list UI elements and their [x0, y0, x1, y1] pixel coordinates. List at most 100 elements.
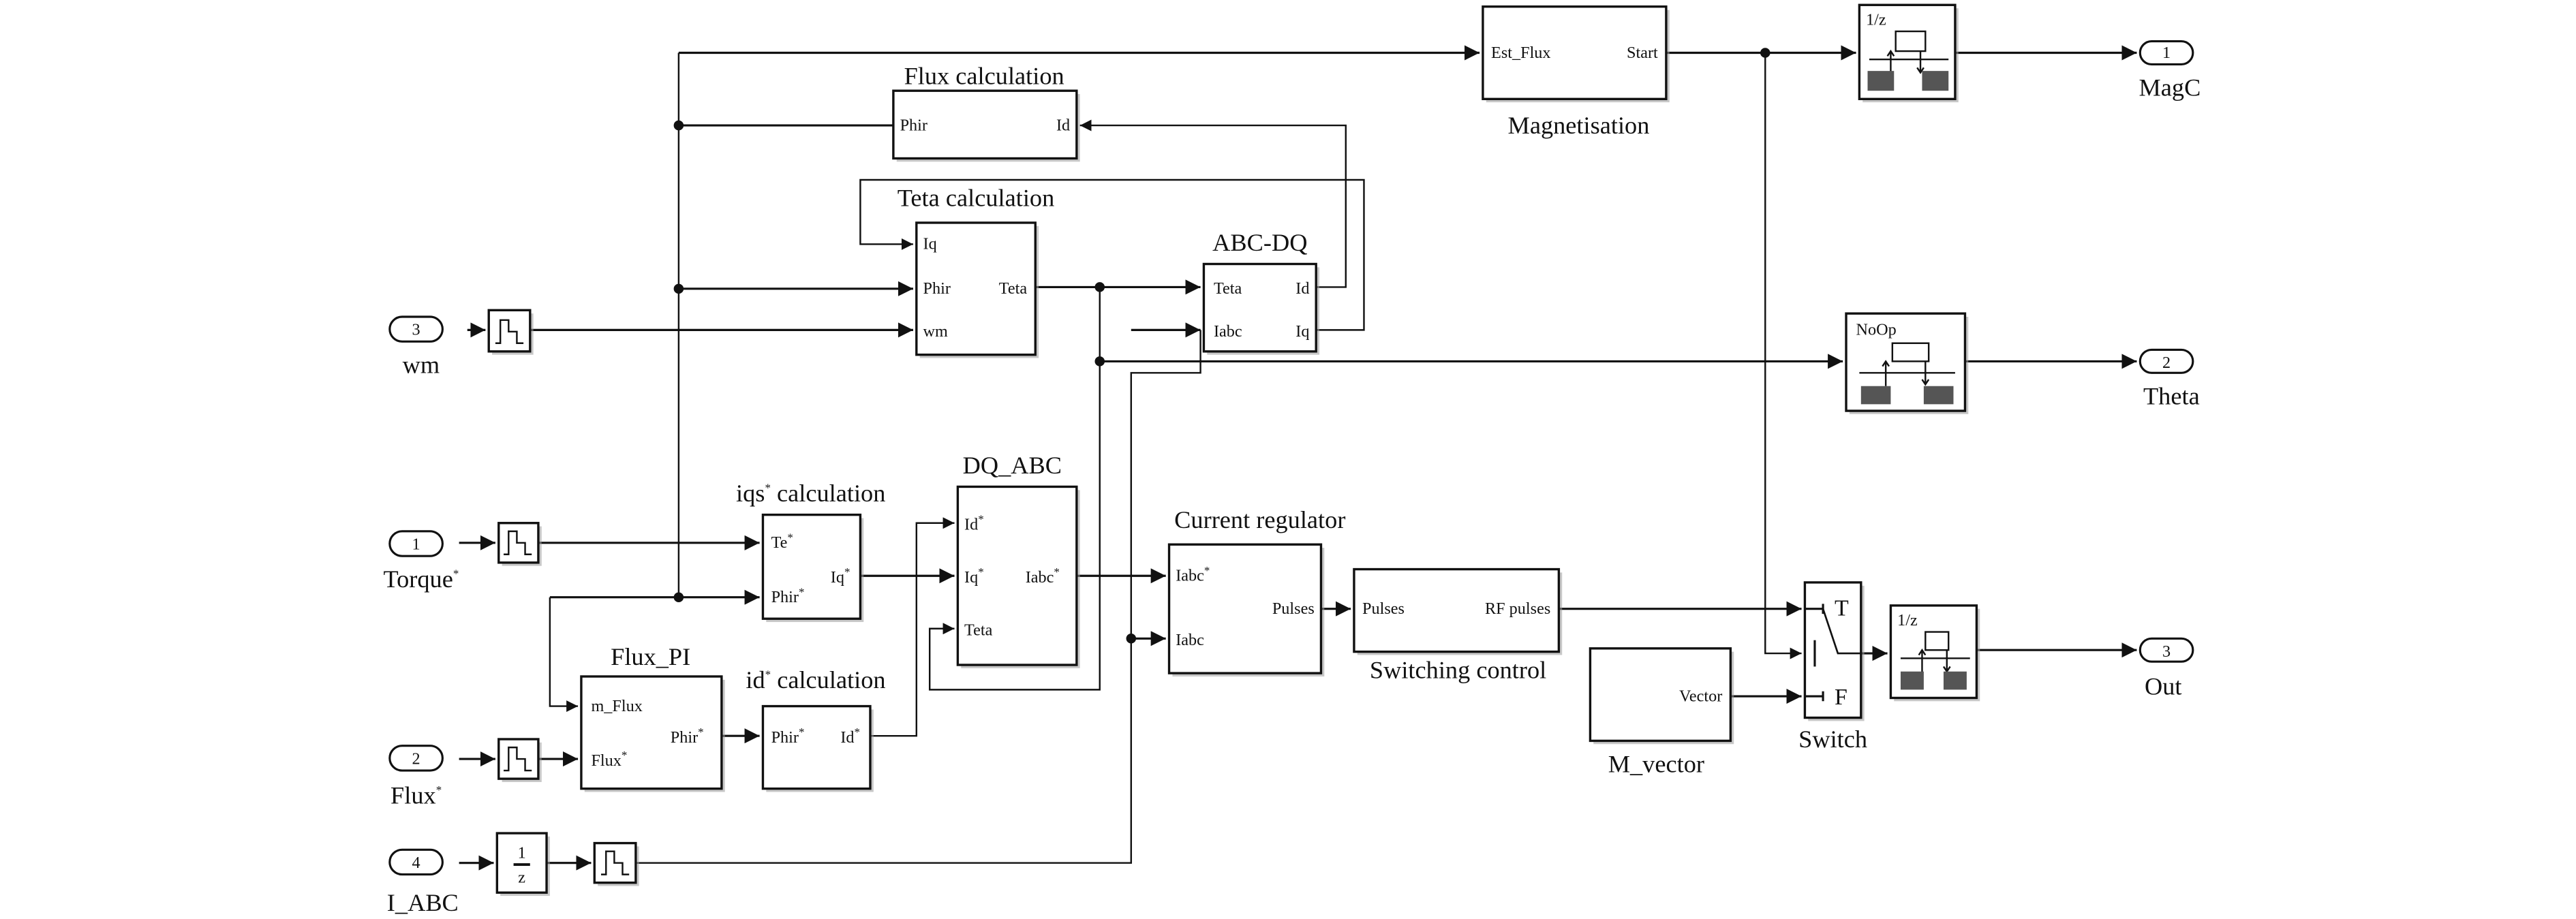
flux-calculation-block[interactable]: Flux calculation Phir Id	[892, 63, 1080, 162]
svg-text:Id*: Id*	[964, 513, 984, 534]
wire-iq-feedback	[859, 178, 1365, 331]
block-title-rest: calculation	[771, 480, 885, 507]
rate-transition-icon	[1859, 342, 1955, 405]
sup-star: *	[1204, 564, 1210, 577]
block-title: Flux calculation	[904, 63, 1064, 90]
abc-dq-block[interactable]: ABC-DQ Teta Iabc Id Iq	[1202, 229, 1320, 355]
wire-id-feedback	[1079, 119, 1347, 288]
sup-star: *	[453, 567, 459, 580]
zoh-block-torque[interactable]	[497, 522, 542, 566]
current-regulator-block[interactable]: Current regulator Iabc* Iabc Pulses	[1167, 506, 1346, 676]
svg-text:Phir*: Phir*	[771, 726, 805, 747]
block-label: NoOp	[1856, 321, 1897, 339]
dq-abc-block[interactable]: DQ_ABC Id* Iq* Teta Iabc*	[956, 452, 1080, 668]
port-label: Pulses	[1272, 599, 1315, 618]
port-label: RF pulses	[1485, 599, 1550, 618]
outport-out[interactable]: 3 Out	[2138, 637, 2194, 700]
delay-numerator: 1	[518, 843, 526, 862]
rate-transition-bottom-block[interactable]: 1/z	[1889, 604, 1980, 702]
port-label: Vector	[1679, 687, 1722, 705]
junction-dot	[1094, 356, 1105, 367]
iqs-calculation-block[interactable]: iqs* calculation Te* Phir* Iq*	[736, 480, 885, 623]
inport-flux[interactable]: 2 Flux*	[388, 745, 444, 809]
svg-text:Flux*: Flux*	[591, 749, 627, 770]
port-label: m_Flux	[591, 697, 642, 715]
magnetisation-block[interactable]: Est_Flux Start Magnetisation	[1482, 5, 1670, 139]
id-calculation-block[interactable]: id* calculation Phir* Id*	[746, 666, 886, 792]
port-label: Teta	[1214, 279, 1242, 298]
svg-text:Te*: Te*	[771, 531, 793, 552]
port-label: Iabc	[1026, 568, 1054, 587]
block-title: DQ_ABC	[963, 452, 1062, 479]
block-title: iqs	[736, 480, 765, 507]
outport-number: 2	[2162, 354, 2171, 372]
svg-text:id* calculation: id* calculation	[746, 666, 885, 694]
inport-number: 4	[412, 854, 420, 872]
outport-theta[interactable]: 2 Theta	[2138, 348, 2200, 409]
wire-to-mflux	[549, 597, 579, 713]
port-label: Iq	[923, 235, 937, 253]
sup-star: *	[765, 482, 770, 495]
sup-star: *	[787, 531, 793, 544]
port-label: Teta	[999, 279, 1028, 298]
svg-text:Phir*: Phir*	[771, 585, 805, 606]
wires	[459, 45, 2137, 871]
inport-wm[interactable]: 3 wm	[388, 315, 444, 378]
junction-dot	[1094, 282, 1105, 292]
sup-star: *	[436, 783, 442, 796]
sup-star: *	[844, 565, 850, 578]
zoh-block-flux[interactable]	[497, 738, 542, 782]
block-label: 1/z	[1897, 611, 1918, 629]
port-label: Id	[1056, 116, 1070, 134]
unit-delay-block[interactable]: 1 z	[495, 832, 550, 897]
zoh-icon	[495, 319, 524, 344]
block-title: ABC-DQ	[1212, 229, 1307, 256]
port-label: Te	[771, 533, 788, 552]
switch-true-label: T	[1835, 595, 1849, 621]
block-title: Magnetisation	[1508, 112, 1650, 139]
rate-transition-icon	[1900, 631, 1970, 690]
port-label: Pulses	[1362, 599, 1405, 618]
wire-id-star	[870, 517, 955, 737]
port-label: Iq	[831, 568, 844, 587]
port-label: Id	[1295, 279, 1309, 298]
m-vector-block[interactable]: Vector M_vector	[1589, 647, 1734, 778]
block-title: M_vector	[1608, 750, 1704, 777]
zoh-icon	[504, 746, 532, 772]
port-label: Phir	[771, 728, 799, 747]
junction-dot	[673, 120, 684, 131]
delay-denominator: z	[518, 869, 525, 887]
outport-number: 3	[2162, 642, 2171, 661]
inport-torque[interactable]: 1 Torque*	[383, 530, 459, 593]
zoh-block-iabc[interactable]	[593, 841, 639, 886]
wire-teta-dqabc	[928, 287, 1101, 691]
sup-star: *	[1054, 565, 1059, 578]
switch-icon	[1805, 604, 1861, 702]
teta-calculation-block[interactable]: Teta calculation Iq Phir wm Teta	[898, 185, 1055, 358]
zoh-block-wm[interactable]	[487, 309, 534, 355]
port-label: Phir	[900, 116, 927, 134]
outport-label: MagC	[2138, 74, 2201, 101]
block-title: Switch	[1798, 726, 1867, 753]
rate-transition-top-block[interactable]: 1/z	[1858, 3, 1959, 103]
flux-pi-block[interactable]: Flux_PI m_Flux Flux* Phir*	[580, 643, 725, 792]
switching-control-block[interactable]: Pulses RF pulses Switching control	[1353, 567, 1563, 684]
outport-label: Out	[2145, 673, 2182, 700]
block-label: 1/z	[1866, 10, 1886, 29]
inport-number: 2	[412, 749, 420, 768]
junction-dot	[1126, 634, 1137, 644]
port-label: Flux	[591, 751, 621, 770]
port-label: Phir	[771, 588, 799, 606]
block-title: id	[746, 666, 765, 694]
switch-block[interactable]: T F Switch	[1798, 581, 1867, 753]
outport-magc[interactable]: 1 MagC	[2138, 40, 2201, 102]
noop-block[interactable]: NoOp	[1845, 312, 1969, 414]
inport-label: wm	[403, 351, 440, 378]
port-label: Iq	[1295, 322, 1309, 341]
inport-i-abc[interactable]: 4 I_ABC	[387, 848, 459, 916]
block-title: Teta calculation	[898, 185, 1055, 212]
port-label: Phir	[923, 279, 951, 298]
wire-iabc-bus	[635, 330, 1201, 864]
inport-label: Flux	[390, 781, 436, 809]
